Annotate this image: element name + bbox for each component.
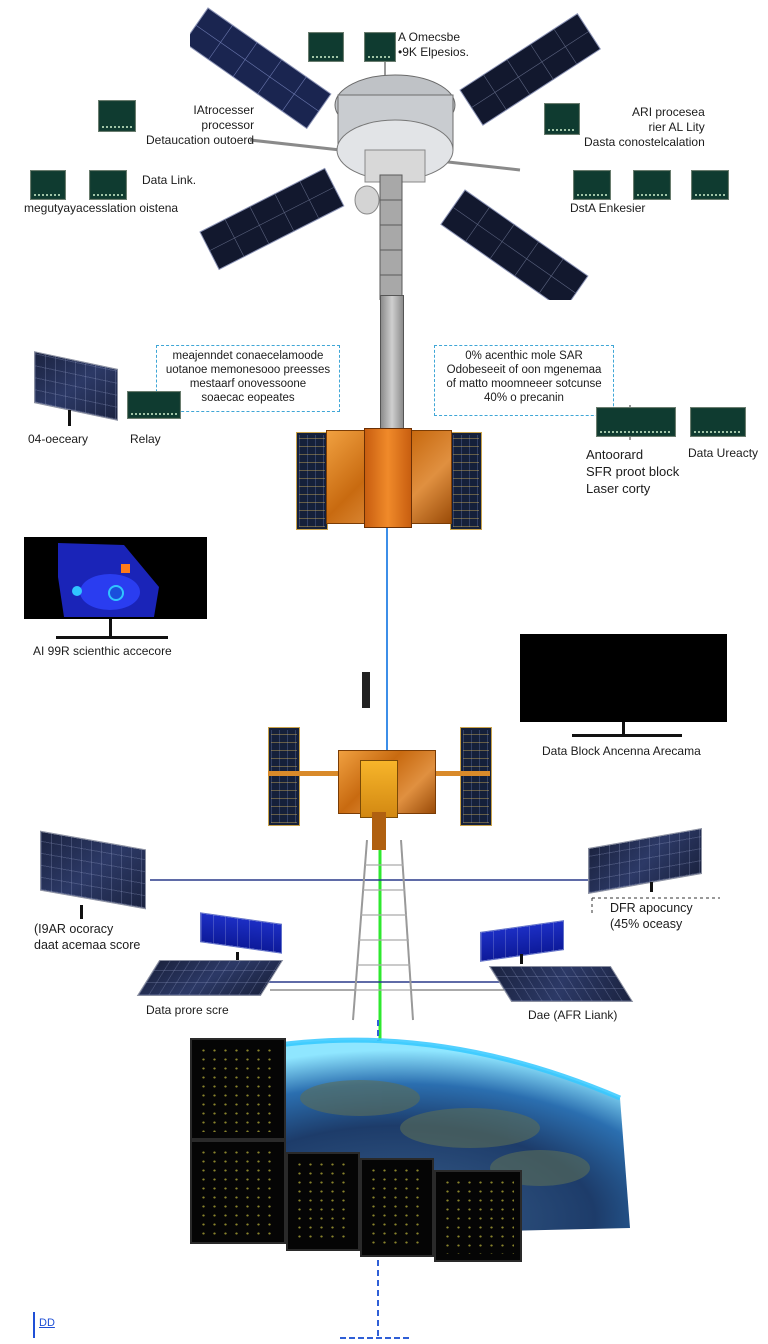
label-relay: Relay xyxy=(130,432,161,446)
label-upper-left: IAtrocesser processor Detaucation outoer… xyxy=(146,103,255,147)
chip-upper-right xyxy=(544,103,580,135)
data-screen-5 xyxy=(434,1170,522,1262)
monitor-left xyxy=(24,537,207,619)
label-data-ureacty: Data Ureacty xyxy=(688,446,759,460)
top-solar-array-se xyxy=(440,189,589,300)
mid-satellite-solar-left xyxy=(296,432,328,530)
label-upper-right: ARI procesea rier AL Lity Dasta conostel… xyxy=(584,105,705,149)
lower-satellite-antenna xyxy=(362,672,370,708)
chip-mid-right-block-2 xyxy=(690,407,746,437)
chip-mid-right-1 xyxy=(573,170,611,200)
chip-mid-right-3 xyxy=(691,170,729,200)
solar-panel-lower-right-stand xyxy=(650,882,653,892)
data-screen-2 xyxy=(190,1140,286,1244)
label-top-center: A Omecsbe •9K Elpesios. xyxy=(398,30,469,59)
monitor-left-base xyxy=(56,636,168,639)
label-monitor-right: Data Block Ancenna Arecama xyxy=(542,744,701,758)
mid-satellite-solar-right xyxy=(450,432,482,530)
ground-panel-left xyxy=(136,960,284,996)
lower-satellite-neck xyxy=(372,812,386,850)
chip-top-1 xyxy=(308,32,344,62)
chip-relay xyxy=(127,391,181,419)
dashbox-left: meajenndet conaecelamoode uotanoe memone… xyxy=(156,345,340,412)
ground-panel-left-top-stand xyxy=(236,952,239,962)
top-mast xyxy=(380,295,404,437)
monitor-left-stand xyxy=(109,619,112,637)
label-lower-left-panel: (I9AR ocoracy daat acemaa score xyxy=(34,922,141,952)
chip-mid-right-2 xyxy=(633,170,671,200)
label-right-block: Antoorard SFR proot block Laser corty xyxy=(586,447,680,496)
label-mid-left-panel: 04-oeceary xyxy=(28,432,89,446)
label-right-ground: Dae (AFR Liank) xyxy=(528,1008,618,1022)
ladder-tower xyxy=(352,840,414,1021)
monitor-right xyxy=(520,634,727,722)
data-screen-1 xyxy=(190,1038,286,1140)
label-mid-right: DstA Enkesier xyxy=(570,201,646,215)
chip-mid-left-2 xyxy=(89,170,127,200)
ground-panel-right xyxy=(488,966,634,1002)
label-lower-right-panel: DFR apocuncy (45% oceasy xyxy=(610,901,693,931)
chip-upper-left xyxy=(98,100,136,132)
dashbox-left-text: meajenndet conaecelamoode uotanoe memone… xyxy=(165,350,331,404)
data-screen-3 xyxy=(286,1152,360,1251)
label-monitor-left: AI 99R scienthic accecore xyxy=(33,644,172,658)
label-mid-left-sub: megutyayacesslation oistena xyxy=(24,201,179,215)
label-data-link: Data Link. xyxy=(142,173,197,187)
monitor-left-visual xyxy=(58,543,159,617)
label-left-ground: Data prore scre xyxy=(146,1003,229,1017)
top-solar-array-nw xyxy=(190,7,332,130)
lower-satellite-solar-left xyxy=(268,727,300,826)
top-satellite xyxy=(190,7,601,300)
solar-panel-lower-left-stand xyxy=(80,905,83,919)
top-solar-array-ne xyxy=(459,13,601,126)
ground-panel-right-top-stand xyxy=(520,954,523,964)
top-solar-array-sw xyxy=(199,167,345,271)
mid-satellite-core xyxy=(364,428,412,528)
chip-mid-right-block-1 xyxy=(596,407,676,437)
monitor-right-base xyxy=(572,734,682,737)
footer-mark-line xyxy=(33,1312,35,1338)
dashbox-right: 0% acenthic mole SAR Odobeseeit of oon m… xyxy=(434,345,614,416)
chip-mid-left-1 xyxy=(30,170,66,200)
chip-top-2 xyxy=(364,32,396,62)
lower-satellite-core xyxy=(360,760,398,818)
data-screen-4 xyxy=(360,1158,434,1257)
dashbox-right-text: 0% acenthic mole SAR Odobeseeit of oon m… xyxy=(446,350,602,404)
solar-panel-mid-left-stand xyxy=(68,410,71,426)
footer-mark: DD xyxy=(39,1317,55,1329)
lower-satellite-solar-right xyxy=(460,727,492,826)
monitor-right-stand xyxy=(622,722,625,736)
